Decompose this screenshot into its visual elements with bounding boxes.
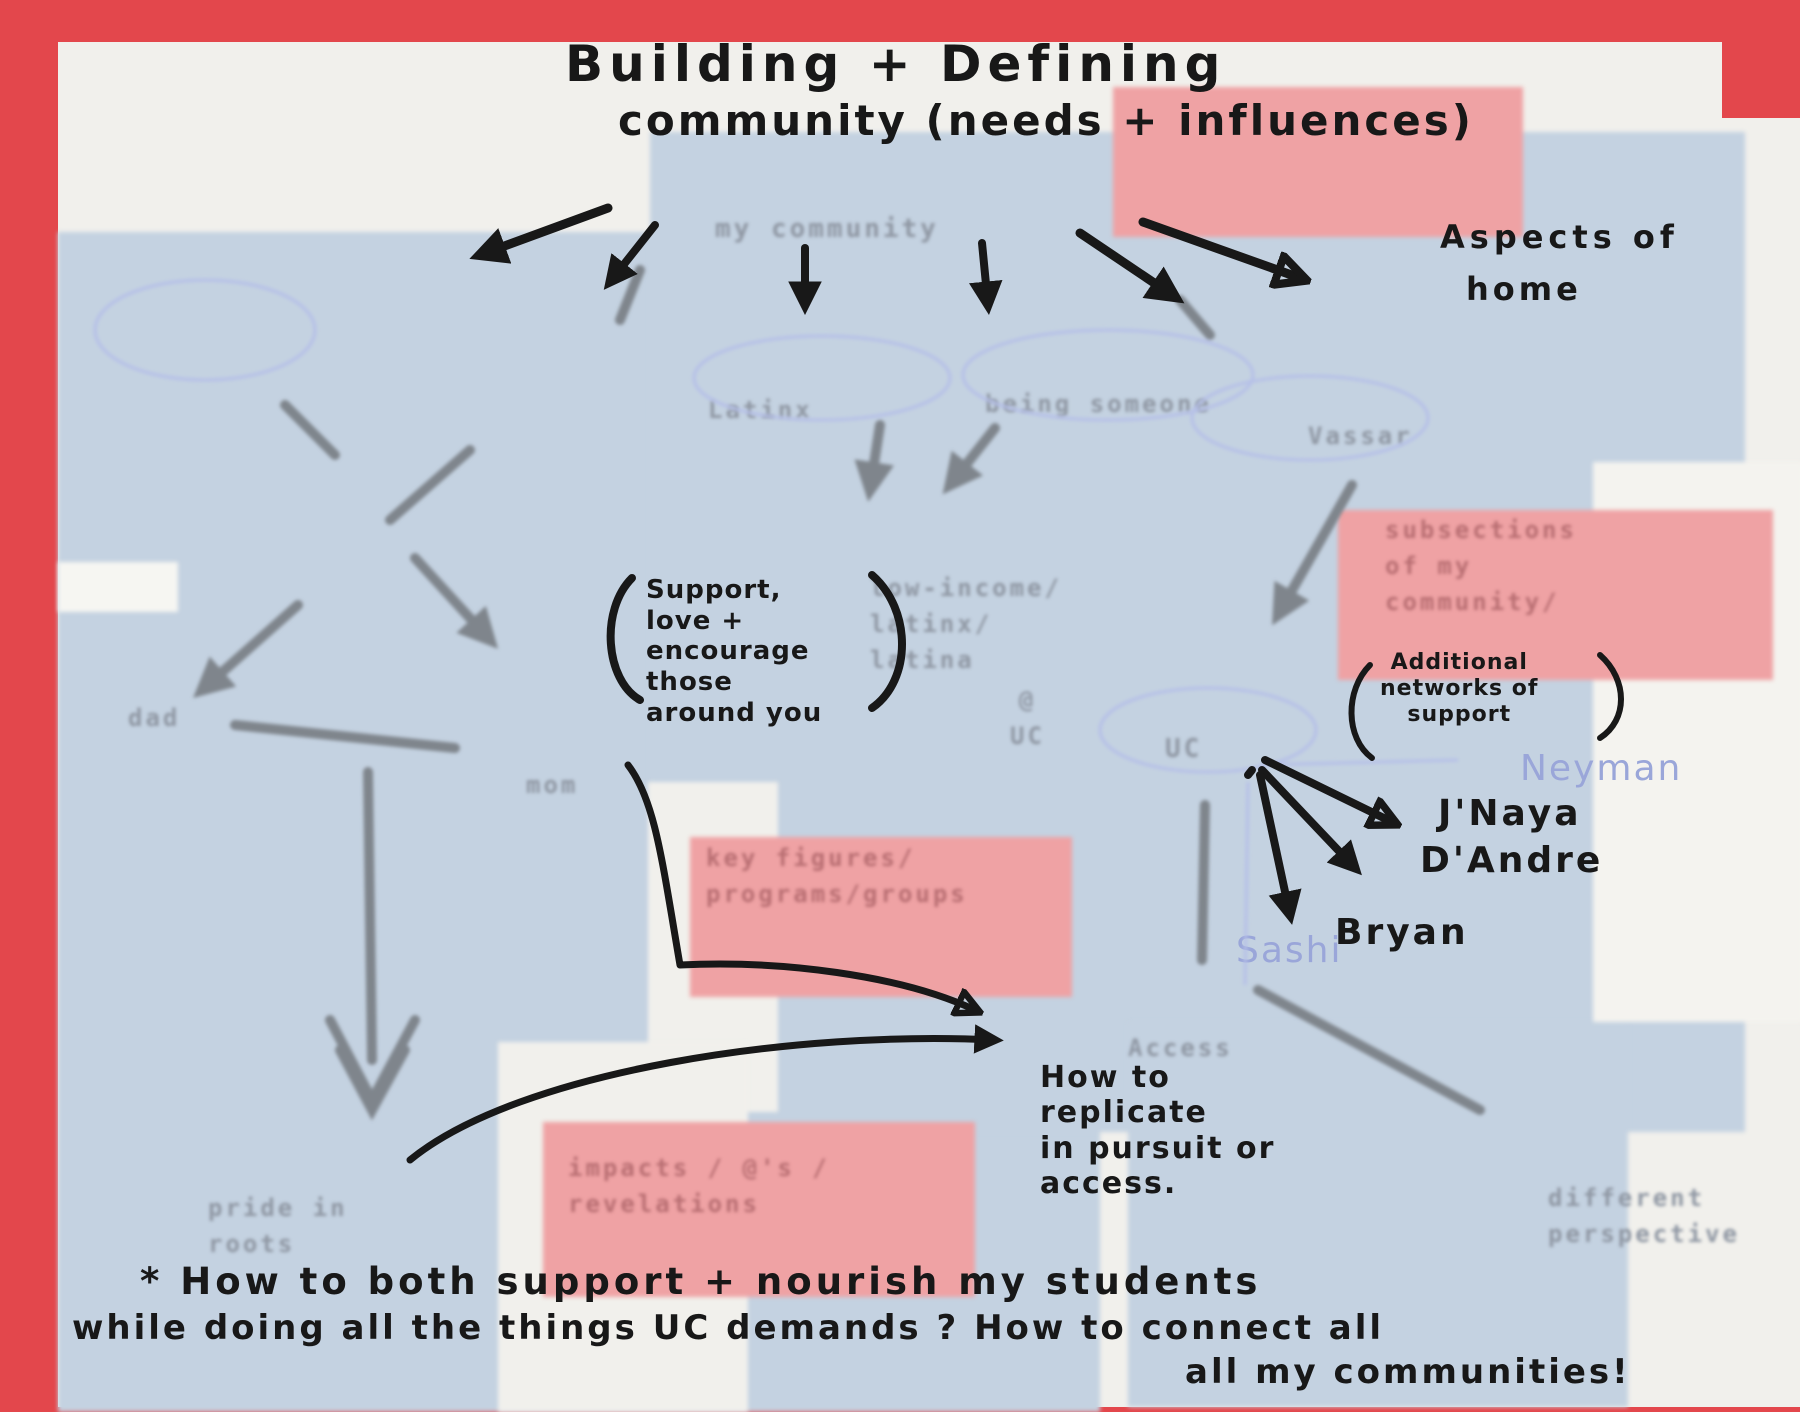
sticky-note-impacts bbox=[543, 1122, 975, 1297]
arrow-bryan bbox=[1256, 771, 1302, 925]
paren-left-networks bbox=[1348, 662, 1375, 761]
vassar-bubble bbox=[1190, 374, 1430, 462]
tape-strip bbox=[1722, 0, 1800, 118]
sticky-note-key-figures bbox=[690, 837, 1072, 997]
under-arrow bbox=[1175, 295, 1215, 340]
under-arrow bbox=[410, 553, 499, 649]
title-line1: Building + Defining bbox=[565, 35, 1227, 93]
replicate-note: How to replicate in pursuit or access. bbox=[1040, 1060, 1276, 1202]
arrow-top-6 bbox=[1138, 217, 1300, 278]
under-pride-label: pride in roots bbox=[208, 1194, 348, 1258]
latinx-bubble bbox=[692, 334, 952, 422]
arrow-jnaya bbox=[1261, 756, 1392, 822]
arrow-key-figures bbox=[624, 761, 975, 1010]
under-vassar-label: Vassar bbox=[1308, 422, 1413, 450]
under-low-income-label: low-income/ latinx/ latina bbox=[870, 574, 1062, 674]
under-arrow bbox=[193, 600, 303, 698]
under-community-label: my community bbox=[715, 214, 939, 244]
name-jnaya: J'Naya bbox=[1438, 793, 1582, 834]
footer-line1: * How to both support + nourish my stude… bbox=[140, 1260, 1262, 1303]
name-bryan: Bryan bbox=[1335, 912, 1469, 953]
arrow-top-4 bbox=[969, 239, 1003, 316]
support-note: Support, love + encourage those around y… bbox=[646, 575, 823, 728]
arrow-top-1 bbox=[469, 203, 613, 264]
arrow-dandre bbox=[1258, 766, 1362, 876]
impacts-label: impacts / @'s / revelations bbox=[568, 1154, 830, 1218]
neyman-label: Neyman bbox=[1520, 748, 1683, 789]
being-someone-bubble bbox=[961, 328, 1255, 422]
under-arrow bbox=[942, 423, 1000, 495]
marker-arrows bbox=[406, 203, 1624, 1164]
under-arrow bbox=[854, 420, 895, 502]
neyman-lines bbox=[1243, 758, 1459, 986]
paren-left-support bbox=[606, 574, 644, 704]
under-double-arrowhead bbox=[325, 1015, 420, 1121]
paren-right-support bbox=[868, 571, 906, 712]
aspects-label-line1: Aspects of bbox=[1440, 218, 1679, 256]
under-mom-label: mom bbox=[526, 771, 579, 799]
under-access-label: Access bbox=[1128, 1034, 1233, 1062]
under-double-arrow bbox=[230, 720, 460, 753]
aspects-label-line2: home bbox=[1466, 270, 1582, 308]
under-bubbles bbox=[93, 278, 1459, 986]
under-arrow bbox=[615, 265, 645, 325]
sashi-label: Sashi bbox=[1236, 930, 1343, 971]
under-dad-label: dad bbox=[128, 704, 181, 732]
under-uc-label: UC bbox=[1165, 734, 1203, 764]
footer-line2: while doing all the things UC demands ? … bbox=[72, 1308, 1385, 1348]
under-arrow-access bbox=[1197, 800, 1210, 965]
under-gap bbox=[58, 562, 178, 612]
arrow-top-5 bbox=[1075, 228, 1185, 304]
under-arrow bbox=[1272, 480, 1357, 626]
sticky-note-subsections bbox=[1338, 510, 1773, 680]
under-arrow-different bbox=[1253, 985, 1485, 1115]
paren-right-networks bbox=[1597, 652, 1624, 741]
arrow-top-2 bbox=[603, 221, 659, 290]
key-figures-label: key figures/ programs/groups bbox=[706, 844, 968, 908]
under-different-label: different perspective bbox=[1548, 1184, 1740, 1248]
bubble bbox=[93, 278, 317, 382]
networks-note: Additional networks of support bbox=[1380, 650, 1539, 727]
subsections-label: subsections of my community/ bbox=[1385, 516, 1577, 616]
tracing-paper-sheet bbox=[58, 42, 1800, 1412]
uc-bubble bbox=[1098, 686, 1318, 774]
under-at-uc-label: @ UC bbox=[1010, 686, 1045, 750]
arrow-origin bbox=[1244, 766, 1256, 779]
under-blue-panel-bottom bbox=[1128, 1022, 1628, 1407]
footer-line3: all my communities! bbox=[1185, 1352, 1631, 1392]
title-line2: community (needs + influences) bbox=[618, 96, 1474, 145]
under-arrows bbox=[93, 265, 1485, 1121]
under-arrow bbox=[385, 445, 475, 525]
name-dandre: D'Andre bbox=[1420, 840, 1604, 881]
under-arrow bbox=[280, 400, 340, 460]
sticky-note-top bbox=[1113, 87, 1523, 237]
under-long-arrow bbox=[363, 767, 377, 1065]
arrow-pride bbox=[406, 1024, 1004, 1164]
